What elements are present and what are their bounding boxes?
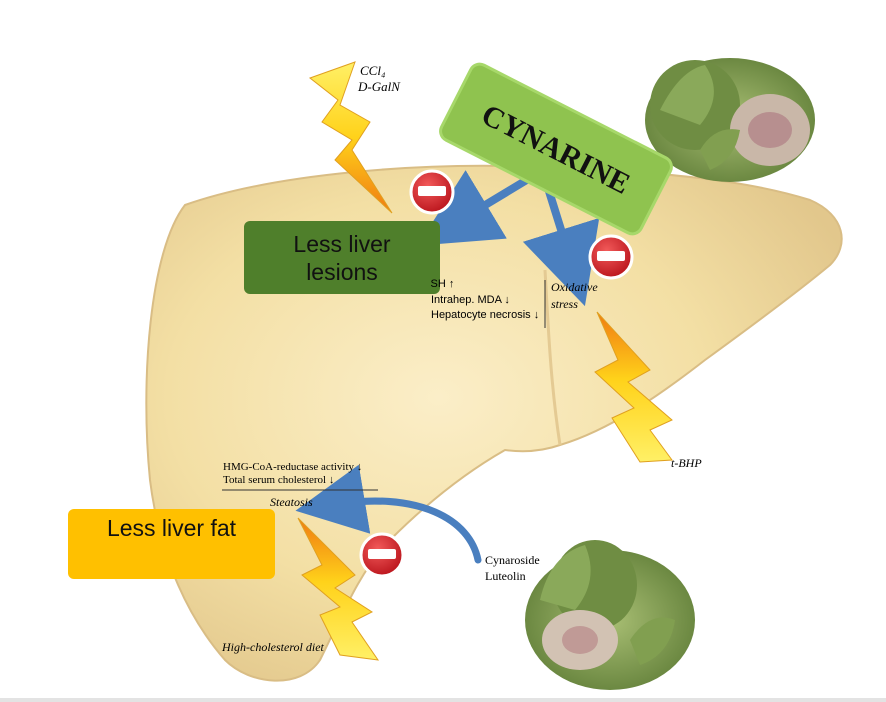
artichoke-bottom-image <box>525 540 695 690</box>
arrow-to-steatosis <box>295 464 482 564</box>
less-liver-fat-box: Less liver fat <box>68 509 275 579</box>
inhibit-icon-lesions <box>409 169 455 215</box>
stress-label: stress <box>551 297 578 311</box>
hmg-label: HMG-CoA-reductase activity ↓ <box>223 461 363 473</box>
lightning-bolt-diet <box>297 517 380 661</box>
bottom-divider <box>0 698 886 702</box>
dgaln-label: D-GalN <box>358 79 400 94</box>
mda-label: Intrahep. MDA ↓ <box>431 294 510 306</box>
lightning-bolt-ccl4 <box>308 61 393 214</box>
high-cholesterol-diet-label: High-cholesterol diet <box>222 640 324 654</box>
inhibit-icon-steatosis <box>359 532 405 578</box>
tbhp-label: t-BHP <box>671 456 702 470</box>
lesions-line1: Less liver <box>293 230 391 257</box>
necrosis-label: Hepatocyte necrosis ↓ <box>431 309 540 321</box>
arrow-to-lesions <box>417 170 534 246</box>
cholesterol-label: Total serum cholesterol ↓ <box>223 474 335 486</box>
arrow-to-oxidative <box>522 184 600 307</box>
lightning-bolt-tbhp <box>594 311 673 463</box>
less-liver-lesions-box: Less liver lesions <box>244 221 440 294</box>
steatosis-label: Steatosis <box>270 495 313 509</box>
gsh-label: GSH ↑ <box>422 278 455 290</box>
lesions-line2: lesions <box>306 258 378 285</box>
oxidative-label: Oxidative <box>551 280 598 294</box>
ccl4-label: CCl₄ <box>360 63 386 78</box>
luteolin-label: Luteolin <box>485 569 526 583</box>
less-liver-fat-label: Less liver fat <box>106 515 237 541</box>
cynaroside-label: Cynaroside <box>485 553 540 567</box>
inhibit-icon-oxidative <box>588 234 634 280</box>
artichoke-top-image <box>645 58 815 182</box>
